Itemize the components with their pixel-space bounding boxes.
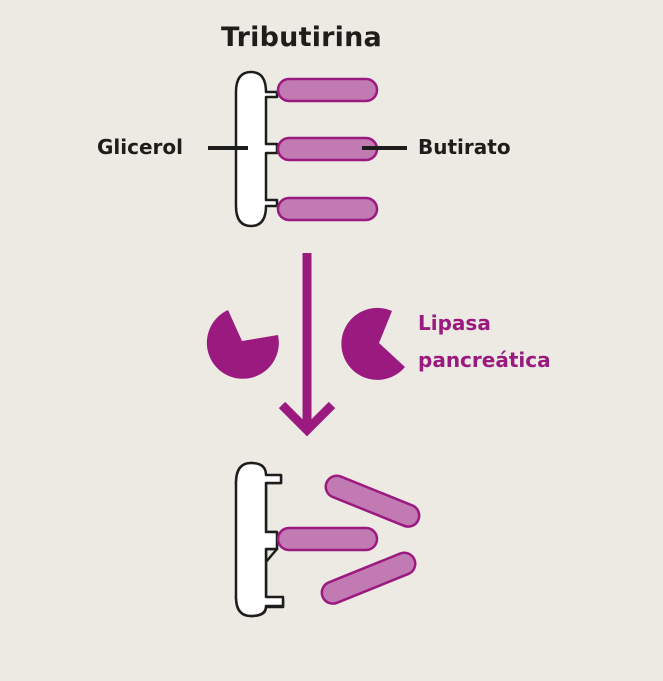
lipase-enzyme-icon bbox=[206, 310, 279, 379]
released-butyrate bbox=[320, 551, 417, 605]
butyrate-chain bbox=[276, 77, 379, 103]
enzyme-label-line1: Lipasa bbox=[418, 311, 491, 335]
diagram-title: Tributirina bbox=[221, 22, 382, 53]
products bbox=[234, 461, 421, 618]
enzyme-label: Lipasa pancreática bbox=[418, 305, 551, 379]
released-butyrate bbox=[324, 474, 421, 528]
butyrate-label: Butirato bbox=[418, 135, 511, 159]
glycerol-backbone bbox=[234, 70, 279, 228]
lipase-enzyme-icon bbox=[341, 307, 405, 380]
butyrate-chain bbox=[276, 526, 379, 552]
butyrate-chain bbox=[276, 196, 379, 222]
reaction-arrow bbox=[278, 253, 336, 437]
enzyme-label-line2: pancreática bbox=[418, 348, 551, 372]
tributyrin-molecule bbox=[208, 70, 407, 228]
glycerol-label: Glicerol bbox=[97, 135, 184, 159]
